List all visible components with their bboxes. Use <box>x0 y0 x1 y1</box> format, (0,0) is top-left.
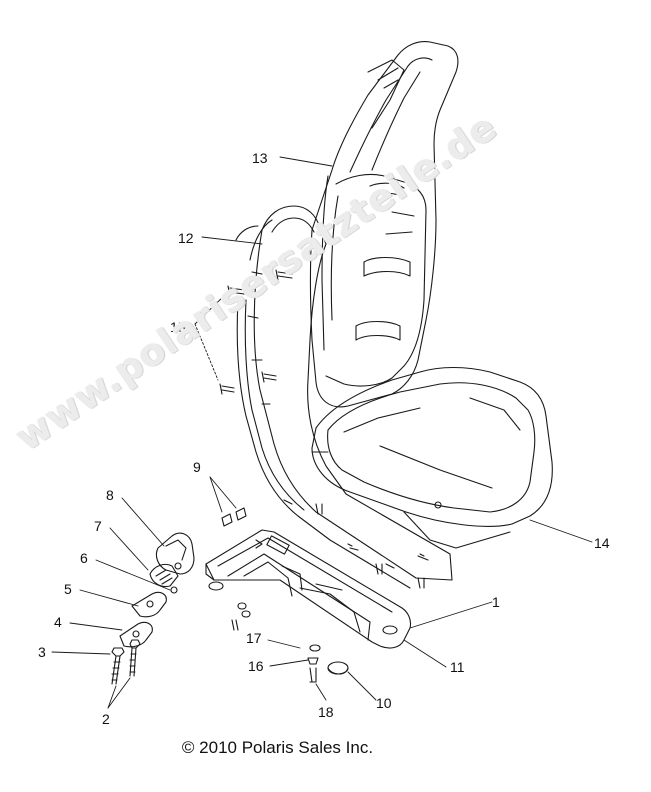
callout-17: 17 <box>246 630 262 646</box>
seat-cushion <box>311 367 553 549</box>
callout-7: 7 <box>94 518 102 534</box>
callout-2: 2 <box>102 711 110 727</box>
frame-screws <box>219 269 293 395</box>
copyright-notice: © 2010 Polaris Sales Inc. <box>181 738 374 757</box>
callout-9: 9 <box>193 459 201 475</box>
callout-16: 16 <box>248 658 264 674</box>
callout-14: 14 <box>594 535 610 551</box>
seat-back <box>309 41 459 408</box>
latch-assembly <box>149 532 195 594</box>
callout-15: 15 <box>170 319 186 335</box>
callout-6: 6 <box>80 550 88 566</box>
callout-5: 5 <box>64 581 72 597</box>
callout-4: 4 <box>54 614 62 630</box>
callout-1: 1 <box>492 594 500 610</box>
callout-10: 10 <box>376 695 392 711</box>
callout-12: 12 <box>178 230 194 246</box>
callout-3: 3 <box>38 644 46 660</box>
callout-labels: 13 12 15 9 8 7 6 5 4 3 2 17 16 18 10 11 … <box>38 150 610 727</box>
back-frame <box>235 205 453 589</box>
leader-lines <box>51 156 593 709</box>
bolts <box>111 639 141 685</box>
callout-8: 8 <box>106 487 114 503</box>
callout-18: 18 <box>318 704 334 720</box>
callout-11: 11 <box>450 659 465 675</box>
small-hardware <box>221 503 425 683</box>
callout-13: 13 <box>252 150 268 166</box>
seat-base <box>205 529 412 649</box>
brackets <box>119 591 167 648</box>
